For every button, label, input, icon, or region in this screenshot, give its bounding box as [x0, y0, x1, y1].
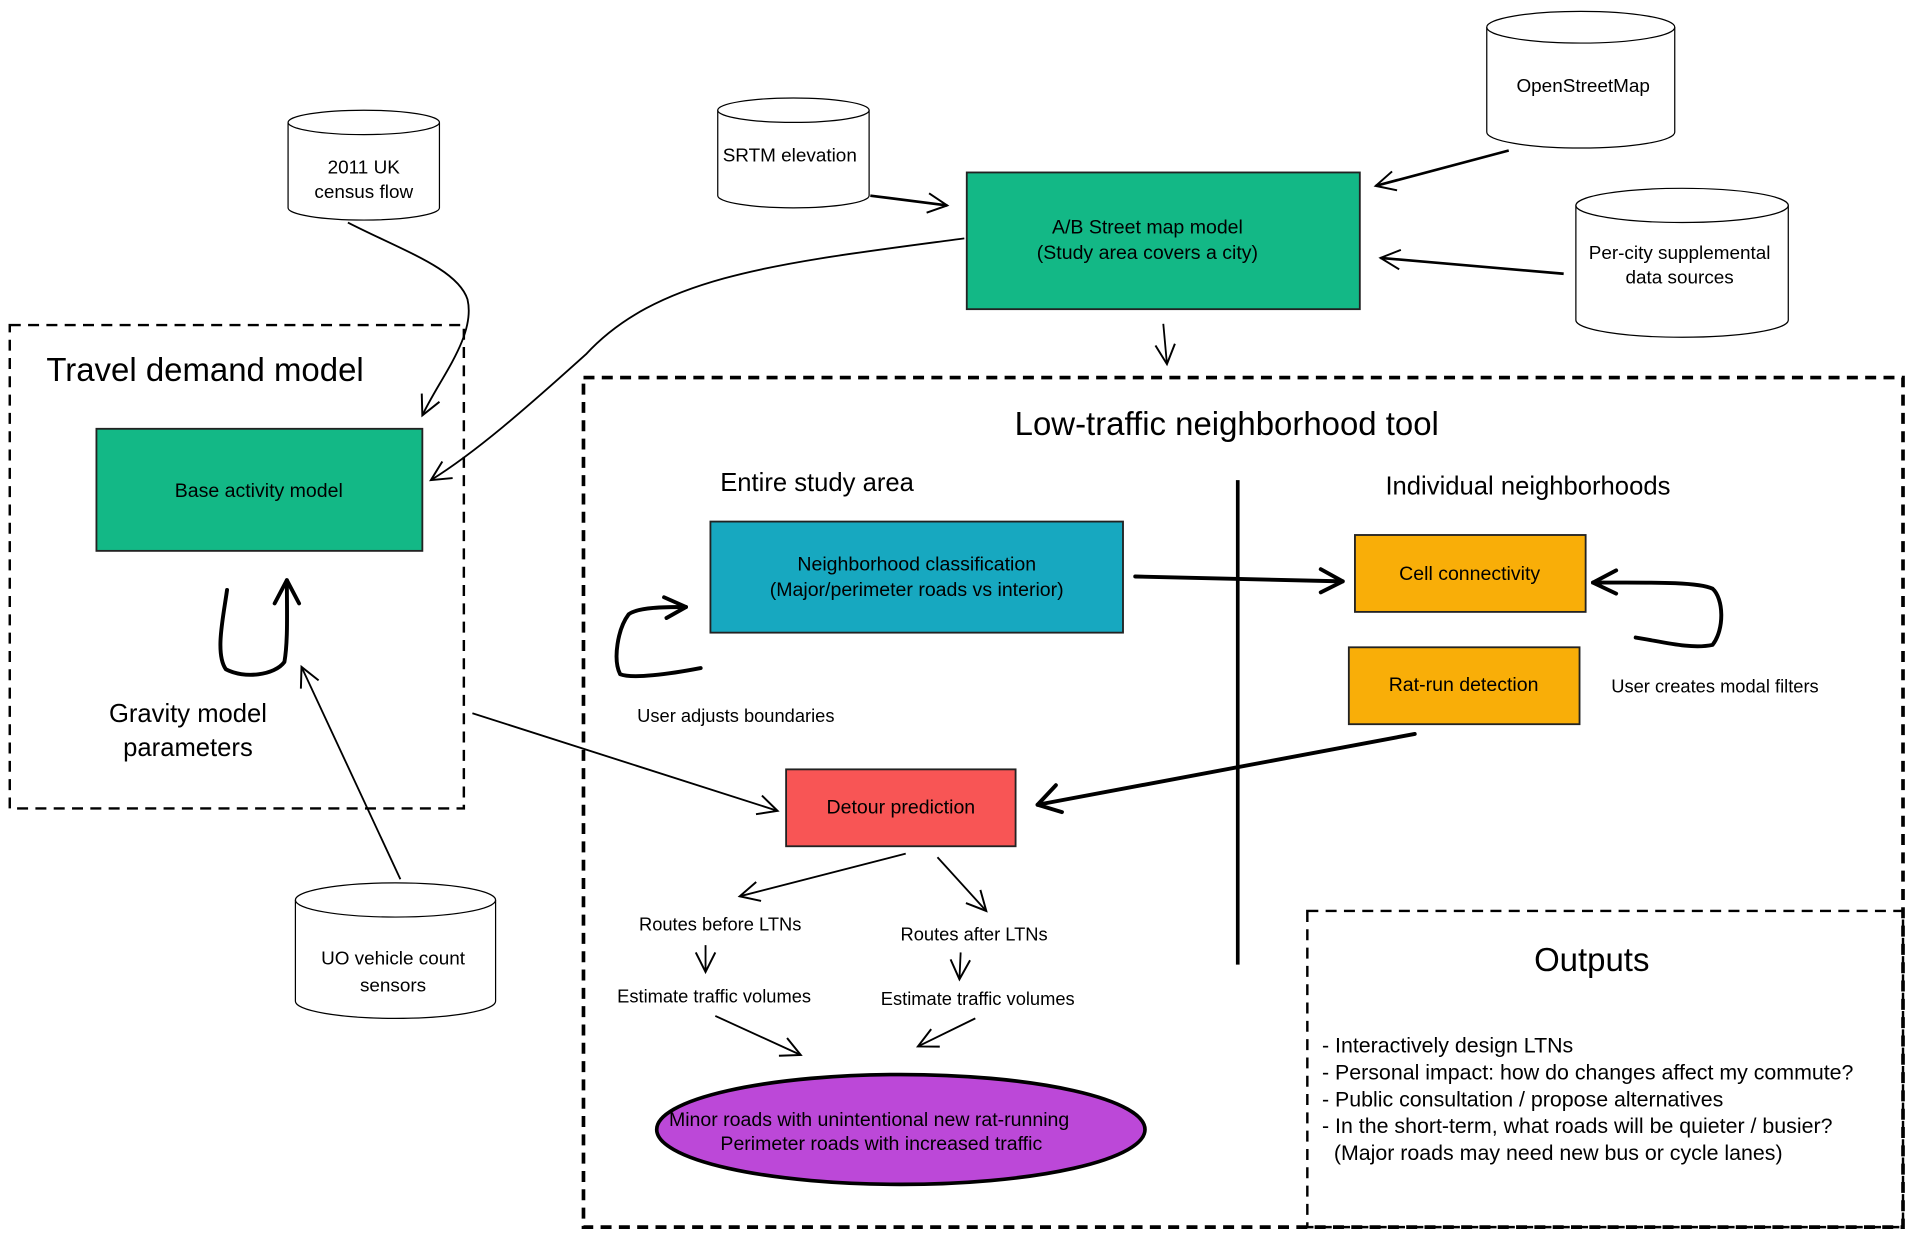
travel-demand-model-title: Travel demand model	[46, 351, 363, 388]
base-activity-model-label: Base activity model	[175, 480, 343, 502]
classification-to-connectivity-arrowhead	[1318, 567, 1345, 595]
rat-run-to-detour-arrowhead	[1035, 783, 1064, 815]
entire-study-area-heading: Entire study area	[720, 469, 914, 497]
srtm-elevation-cylinder: SRTM elevation	[717, 97, 870, 209]
neighborhood-classification-label-1: Neighborhood classification	[797, 553, 1036, 575]
estimate-before-to-result-arrow	[714, 1015, 803, 1057]
user-adjusts-boundaries-label: User adjusts boundaries	[637, 705, 834, 726]
estimate-after-to-result-arrow	[915, 1017, 976, 1048]
gravity-model-label-1: Gravity model	[109, 700, 267, 728]
uo-vehicle-sensors-label-1: UO vehicle count	[321, 949, 466, 970]
map-model-to-base-activity-arrow	[429, 237, 965, 482]
base-activity-model-box	[95, 427, 424, 552]
adjust-boundaries-loop-arrow	[614, 605, 703, 679]
outputs-item-3: - Public consultation / propose alternat…	[1322, 1087, 1723, 1111]
per-city-data-label-1: Per-city supplemental	[1589, 243, 1771, 264]
map-model-to-ltn-tool-arrow	[1154, 323, 1176, 367]
per-city-to-map-model-arrow	[1378, 248, 1564, 276]
rat-run-detection-box	[1347, 646, 1581, 726]
uo-sensors-to-gravity-arrow	[299, 664, 402, 880]
travel-demand-model-group: Travel demand model Base activity model …	[8, 323, 466, 810]
cell-connectivity-box	[1354, 534, 1587, 613]
ab-street-map-model-box	[965, 171, 1361, 311]
census-flow-cylinder: 2011 UK census flow	[287, 109, 441, 221]
outputs-border	[1306, 909, 1905, 1229]
openstreetmap-cylinder: OpenStreetMap	[1486, 10, 1676, 149]
classification-to-connectivity-arrow	[1133, 574, 1345, 584]
per-city-data-label-2: data sources	[1626, 268, 1734, 289]
ab-street-map-model-label-1: A/B Street map model	[1052, 216, 1243, 238]
ab-street-map-model-node: A/B Street map model (Study area covers …	[965, 171, 1361, 311]
detour-to-routes-after-arrow	[936, 856, 988, 913]
gravity-loop-arrowhead	[272, 578, 302, 606]
outputs-title: Outputs	[1534, 941, 1649, 978]
openstreetmap-label: OpenStreetMap	[1516, 76, 1649, 97]
detour-prediction-box	[785, 768, 1017, 848]
uo-vehicle-sensors-cylinder: UO vehicle count sensors	[294, 882, 497, 1019]
individual-neighborhoods-heading: Individual neighborhoods	[1385, 473, 1670, 501]
routes-after-to-estimate-arrow	[949, 952, 971, 982]
srtm-to-map-model-arrow	[870, 192, 950, 214]
uo-vehicle-sensors-label-2: sensors	[360, 976, 426, 997]
census-flow-label-1: 2011 UK	[328, 158, 401, 179]
gravity-model-label-2: parameters	[123, 734, 253, 762]
neighborhood-classification-label-2: (Major/perimeter roads vs interior)	[770, 579, 1064, 601]
ltn-tool-border	[581, 375, 1905, 1229]
estimate-volumes-after-label: Estimate traffic volumes	[881, 988, 1075, 1009]
result-ellipse	[654, 1072, 1147, 1187]
outputs-item-4: - In the short-term, what roads will be …	[1322, 1114, 1833, 1138]
adjust-boundaries-arrowhead	[662, 595, 688, 620]
ab-street-map-model-label-2: (Study area covers a city)	[1037, 242, 1258, 264]
detour-to-routes-before-arrow	[737, 852, 906, 902]
detour-prediction-label: Detour prediction	[827, 796, 976, 818]
travel-demand-to-detour-arrow	[472, 712, 780, 816]
routes-after-ltns-label: Routes after LTNs	[901, 923, 1048, 944]
result-label-1: Minor roads with unintentional new rat-r…	[669, 1109, 1069, 1131]
gravity-loop-arrow	[218, 578, 290, 677]
modal-filters-arrowhead	[1591, 568, 1619, 596]
outputs-item-2: - Personal impact: how do changes affect…	[1322, 1060, 1854, 1084]
ltn-tool-group: Low-traffic neighborhood tool Entire stu…	[581, 375, 1905, 1229]
srtm-elevation-label: SRTM elevation	[723, 145, 857, 166]
census-to-base-activity-arrow	[347, 221, 470, 418]
user-creates-modal-filters-label: User creates modal filters	[1611, 675, 1818, 696]
ltn-tool-title: Low-traffic neighborhood tool	[1015, 405, 1439, 442]
census-flow-label-2: census flow	[314, 182, 413, 203]
outputs-item-1: - Interactively design LTNs	[1322, 1034, 1573, 1058]
rat-run-to-detour-arrow	[1035, 732, 1417, 807]
neighborhood-classification-box	[709, 520, 1124, 634]
cell-connectivity-label: Cell connectivity	[1399, 563, 1540, 585]
outputs-group: Outputs - Interactively design LTNs - Pe…	[1306, 909, 1905, 1229]
per-city-data-cylinder: Per-city supplemental data sources	[1575, 187, 1789, 338]
rat-run-detection-label: Rat-run detection	[1389, 674, 1539, 696]
routes-before-ltns-label: Routes before LTNs	[639, 913, 801, 934]
outputs-item-5: (Major roads may need new bus or cycle l…	[1322, 1141, 1783, 1165]
estimate-volumes-before-label: Estimate traffic volumes	[617, 986, 811, 1007]
result-label-2: Perimeter roads with increased traffic	[720, 1133, 1042, 1155]
modal-filters-loop-arrow	[1591, 580, 1724, 649]
osm-to-map-model-arrow	[1373, 149, 1510, 192]
